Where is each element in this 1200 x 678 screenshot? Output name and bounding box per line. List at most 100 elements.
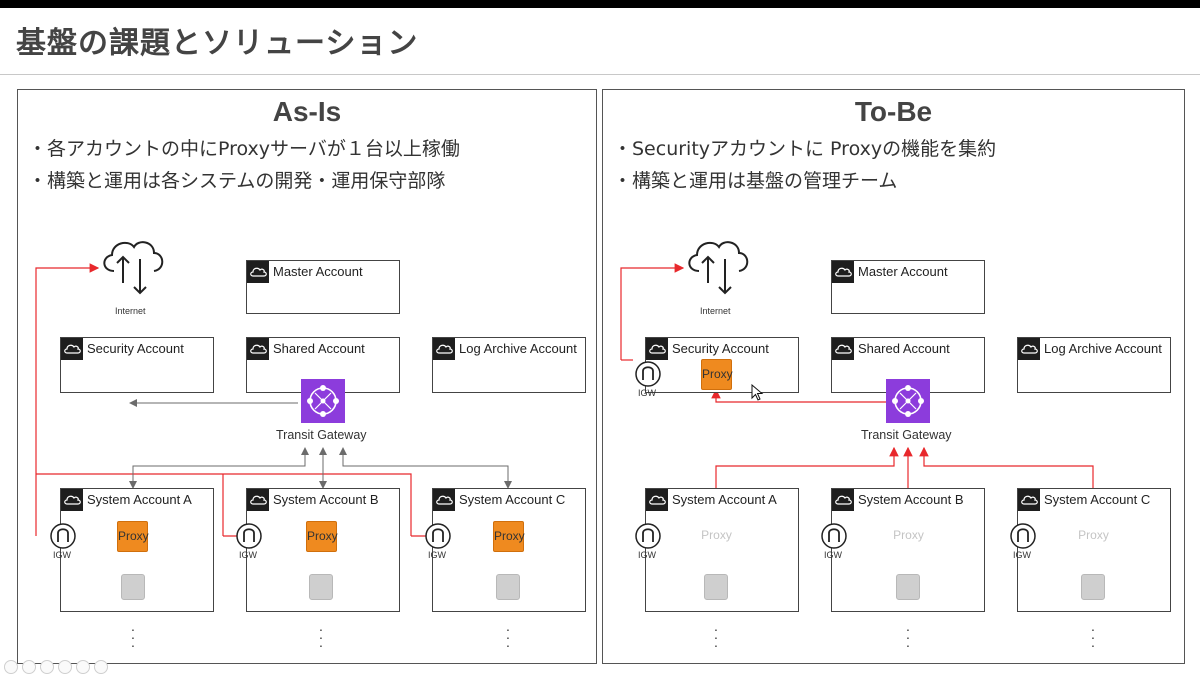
proxy-c: Proxy	[493, 521, 525, 552]
ellipsis-b-text: · · ·	[905, 621, 911, 653]
shared-account-label: Shared Account	[273, 341, 365, 356]
internet-cloud-icon	[98, 235, 168, 300]
internet-gateway-icon	[635, 361, 661, 387]
transit-gateway-label: Transit Gateway	[861, 428, 952, 442]
log-archive-account-box: Log Archive Account	[432, 337, 586, 393]
cloud-icon	[247, 261, 269, 283]
ec2-instance-b	[309, 574, 333, 600]
system-account-b-label: System Account B	[273, 492, 379, 507]
cloud-icon	[247, 489, 269, 511]
ec2-instance-c	[496, 574, 520, 600]
proxy-security: Proxy	[701, 359, 733, 390]
igw-label: IGW	[824, 550, 842, 560]
system-account-c-label: System Account C	[459, 492, 566, 507]
cloud-icon	[247, 338, 269, 360]
ec2-instance-c	[1081, 574, 1105, 600]
ellipsis-b: · · ·	[904, 622, 912, 652]
proxy-a: Proxy	[117, 521, 149, 552]
cloud-icon	[61, 338, 83, 360]
viewer-next-button[interactable]	[22, 660, 36, 674]
igw-label: IGW	[1013, 550, 1031, 560]
cloud-icon	[832, 489, 854, 511]
ec2-instance-b	[896, 574, 920, 600]
viewer-slides-button[interactable]	[58, 660, 72, 674]
to-be-panel: To-Be ・Securityアカウントに Proxyの機能を集約 ・構築と運用…	[602, 89, 1185, 664]
to-be-heading: To-Be	[854, 96, 933, 127]
ellipsis-a: · · ·	[129, 622, 137, 652]
cloud-icon	[646, 338, 668, 360]
proxy-a-removed: Proxy	[701, 528, 732, 542]
security-account-box: Security Account	[60, 337, 214, 393]
ellipsis-a-text: · · ·	[713, 621, 719, 653]
master-account-box: Master Account	[831, 260, 985, 314]
log-archive-account-label: Log Archive Account	[459, 341, 577, 356]
proxy-c-removed: Proxy	[1078, 528, 1109, 542]
transit-gateway-icon	[301, 379, 345, 423]
title-divider	[0, 74, 1200, 75]
igw-b: IGW	[235, 522, 265, 562]
transit-gateway-label: Transit Gateway	[276, 428, 367, 442]
viewer-zoom-button[interactable]	[76, 660, 90, 674]
internet-gateway-icon	[425, 523, 451, 549]
ellipsis-a: · · ·	[712, 622, 720, 652]
shared-account-label: Shared Account	[858, 341, 950, 356]
log-archive-account-label: Log Archive Account	[1044, 341, 1162, 356]
igw-c: IGW	[424, 522, 454, 562]
cloud-icon	[1018, 489, 1040, 511]
igw-label: IGW	[428, 550, 446, 560]
viewer-options-button[interactable]	[94, 660, 108, 674]
cloud-icon	[433, 489, 455, 511]
top-bar	[0, 0, 1200, 8]
igw-security: IGW	[634, 360, 664, 400]
internet-label: Internet	[700, 306, 731, 316]
ellipsis-c-text: · · ·	[505, 621, 511, 653]
system-account-a-label: System Account A	[672, 492, 777, 507]
igw-a: IGW	[634, 522, 664, 562]
internet-gateway-icon	[236, 523, 262, 549]
igw-a: IGW	[49, 522, 79, 562]
igw-label: IGW	[53, 550, 71, 560]
internet-label: Internet	[115, 306, 146, 316]
ellipsis-c: · · ·	[504, 622, 512, 652]
igw-label: IGW	[239, 550, 257, 560]
to-be-bullet-1: ・Securityアカウントに Proxyの機能を集約	[613, 138, 997, 160]
as-is-bullet-1: ・各アカウントの中にProxyサーバが１台以上稼働	[28, 138, 460, 160]
ellipsis-c-text: · · ·	[1090, 621, 1096, 653]
cloud-icon	[433, 338, 455, 360]
ec2-instance-a	[121, 574, 145, 600]
igw-label: IGW	[638, 550, 656, 560]
internet-cloud-icon	[683, 235, 753, 300]
igw-c: IGW	[1009, 522, 1039, 562]
security-account-label: Security Account	[87, 341, 184, 356]
system-account-c-label: System Account C	[1044, 492, 1151, 507]
viewer-pen-button[interactable]	[40, 660, 54, 674]
system-account-b-label: System Account B	[858, 492, 964, 507]
system-account-a-label: System Account A	[87, 492, 192, 507]
viewer-prev-button[interactable]	[4, 660, 18, 674]
log-archive-account-box: Log Archive Account	[1017, 337, 1171, 393]
ec2-instance-a	[704, 574, 728, 600]
as-is-panel: As-Is ・各アカウントの中にProxyサーバが１台以上稼働 ・構築と運用は各…	[17, 89, 597, 664]
cloud-icon	[1018, 338, 1040, 360]
mouse-cursor-icon	[751, 383, 765, 402]
as-is-heading: As-Is	[272, 96, 342, 127]
ellipsis-b-text: · · ·	[318, 621, 324, 653]
cloud-icon	[646, 489, 668, 511]
master-account-label: Master Account	[858, 264, 948, 279]
cloud-icon	[832, 338, 854, 360]
ellipsis-a-text: · · ·	[130, 621, 136, 653]
proxy-b: Proxy	[306, 521, 338, 552]
internet-gateway-icon	[635, 523, 661, 549]
ellipsis-b: · · ·	[317, 622, 325, 652]
proxy-b-removed: Proxy	[893, 528, 924, 542]
igw-label: IGW	[638, 388, 656, 398]
slide-title: 基盤の課題とソリューション	[16, 26, 419, 61]
ellipsis-c: · · ·	[1089, 622, 1097, 652]
master-account-label: Master Account	[273, 264, 363, 279]
igw-b: IGW	[820, 522, 850, 562]
cloud-icon	[832, 261, 854, 283]
internet-gateway-icon	[1010, 523, 1036, 549]
as-is-bullet-2: ・構築と運用は各システムの開発・運用保守部隊	[28, 170, 446, 192]
to-be-bullet-2: ・構築と運用は基盤の管理チーム	[613, 170, 898, 192]
security-account-label: Security Account	[672, 341, 769, 356]
